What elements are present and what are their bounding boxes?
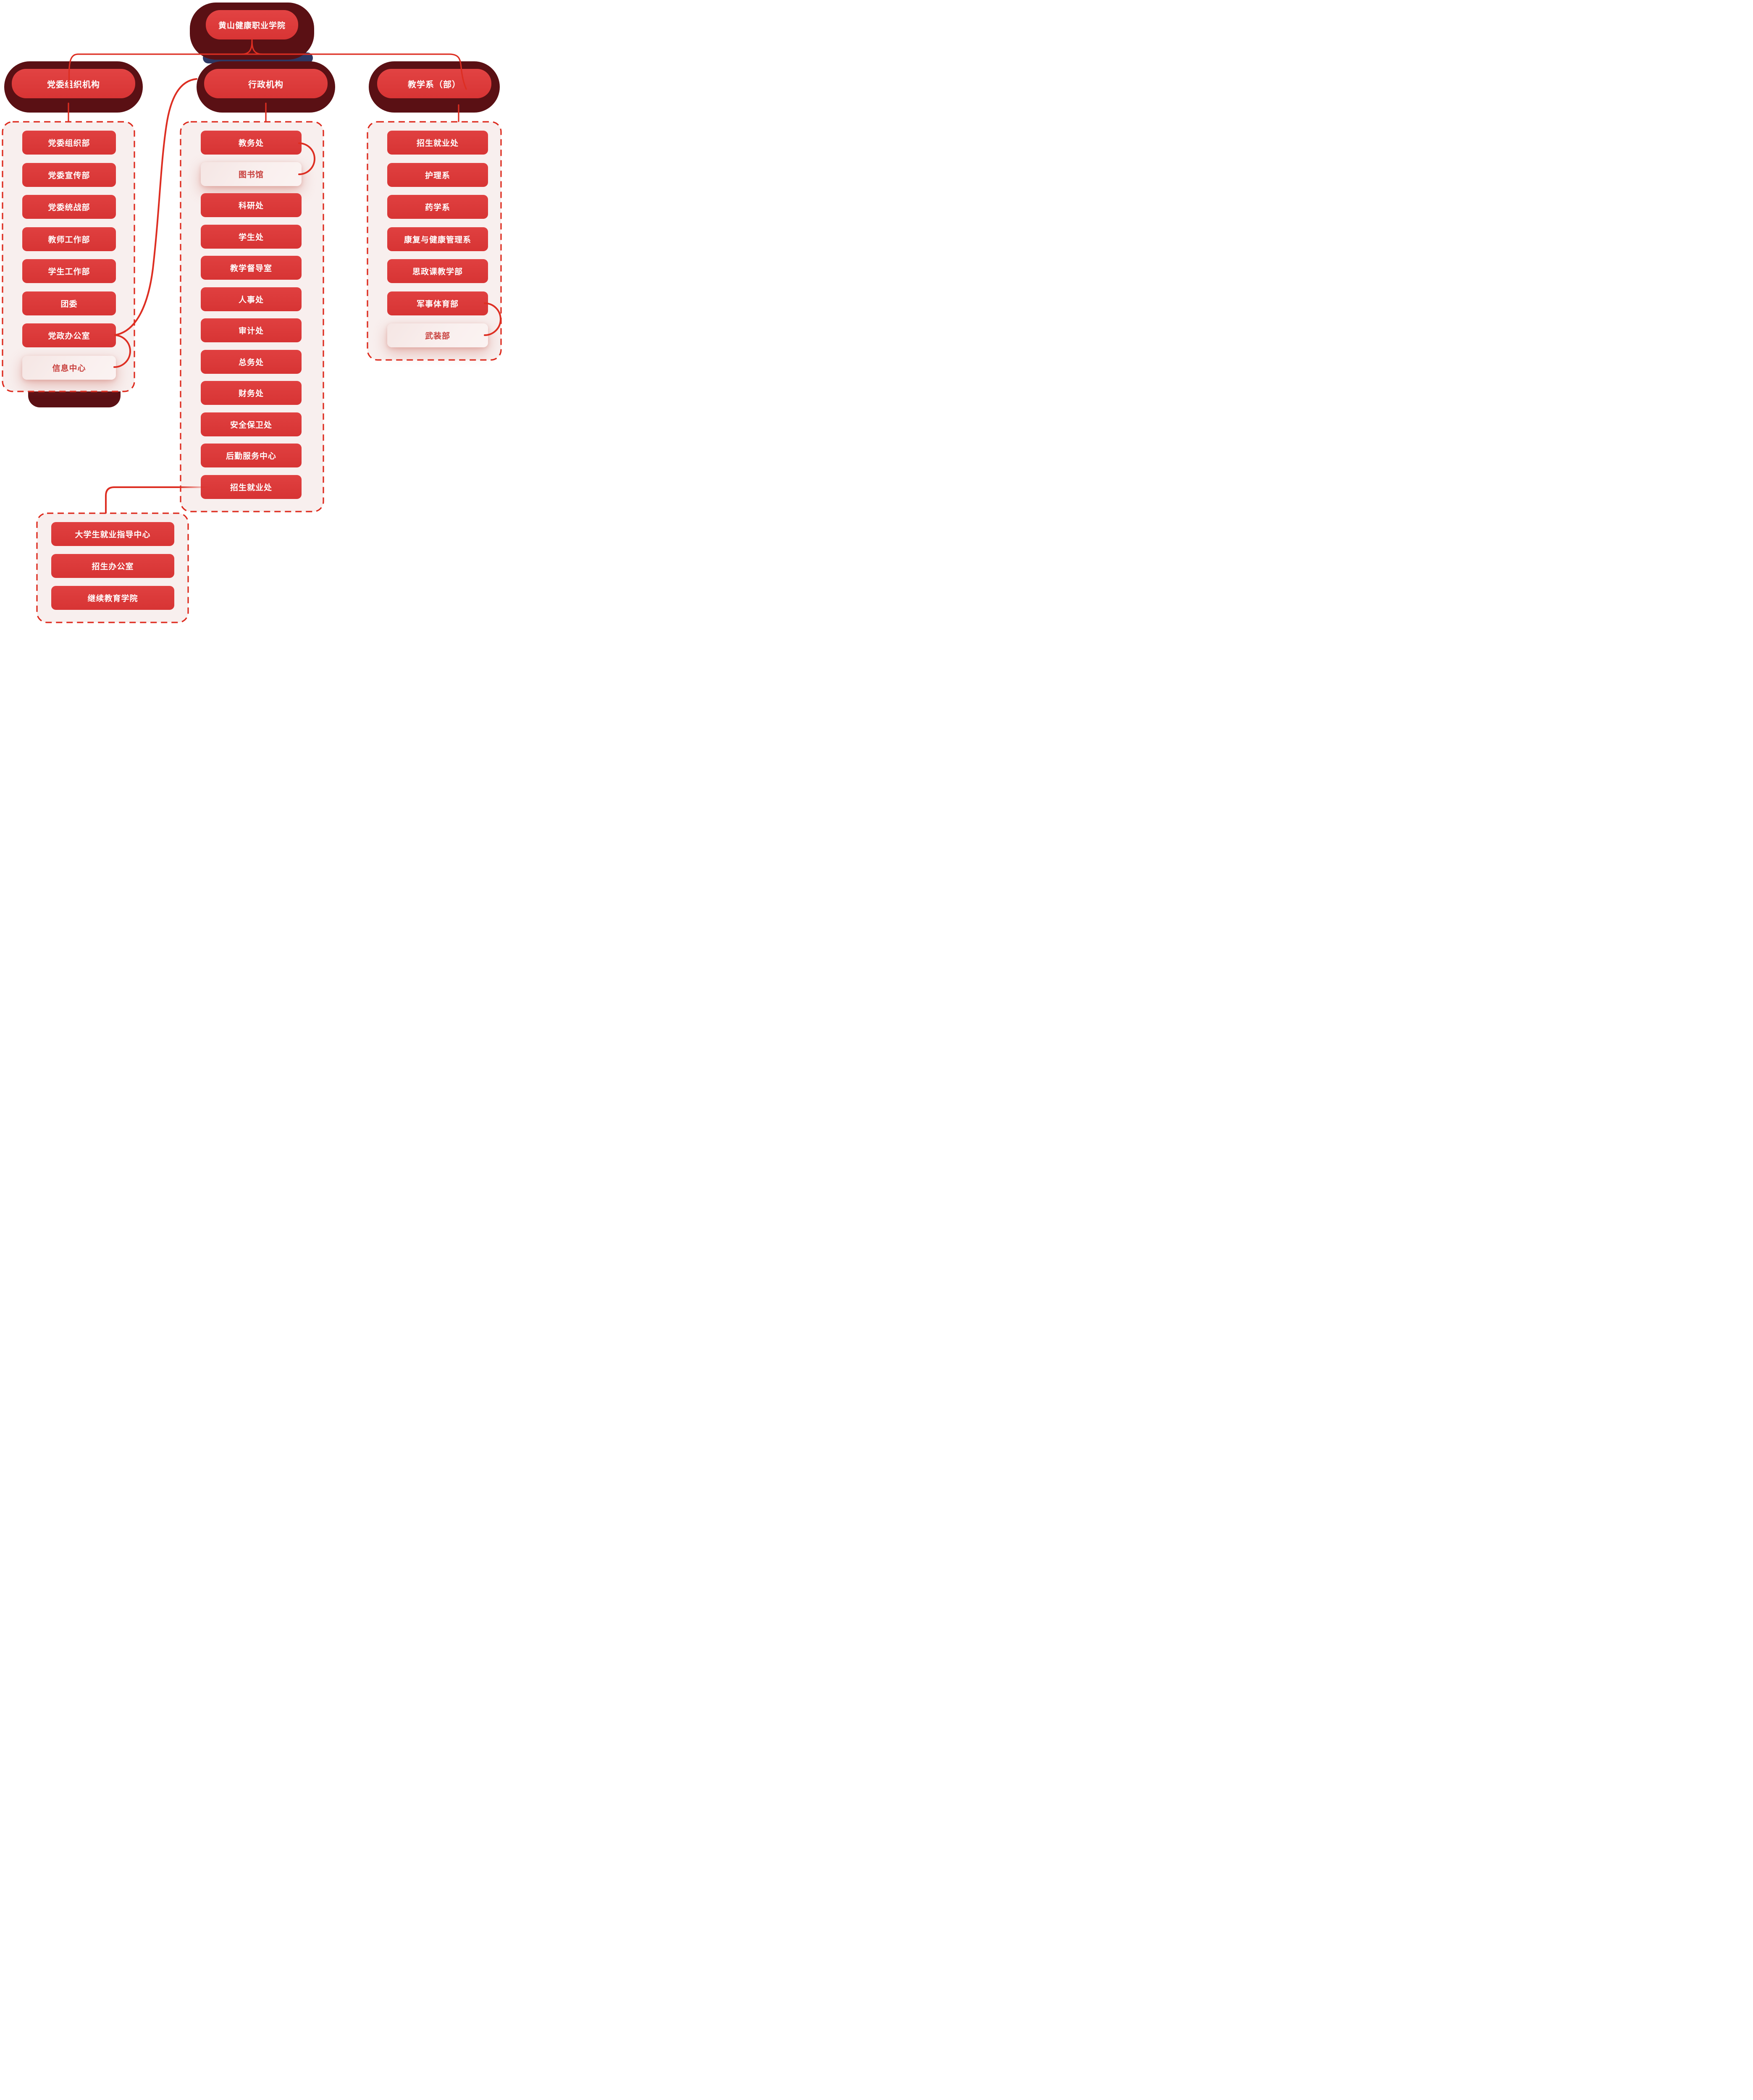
org-item: 护理系 xyxy=(387,163,488,187)
group-recruit: 大学生就业指导中心 招生办公室 继续教育学院 xyxy=(51,522,174,610)
org-item: 教师工作部 xyxy=(22,227,116,251)
org-item: 财务处 xyxy=(201,381,302,405)
org-item: 招生就业处 xyxy=(201,475,302,499)
org-item: 药学系 xyxy=(387,195,488,219)
org-item: 安全保卫处 xyxy=(201,412,302,436)
org-item: 团委 xyxy=(22,291,116,315)
org-item: 康复与健康管理系 xyxy=(387,227,488,251)
org-item: 大学生就业指导中心 xyxy=(51,522,174,546)
org-item: 党委组织部 xyxy=(22,131,116,155)
org-item: 党委宣传部 xyxy=(22,163,116,187)
branch-header-party-label: 党委组织机构 xyxy=(12,69,135,98)
branch-header-party: 党委组织机构 xyxy=(4,61,143,113)
org-item: 思政课教学部 xyxy=(387,259,488,283)
org-item: 党委统战部 xyxy=(22,195,116,219)
root-node-label: 黄山健康职业学院 xyxy=(206,10,298,39)
org-item: 学生工作部 xyxy=(22,259,116,283)
org-item: 审计处 xyxy=(201,318,302,342)
org-item: 军事体育部 xyxy=(387,291,488,315)
org-item: 招生就业处 xyxy=(387,131,488,155)
group-teaching: 招生就业处 护理系 药学系 康复与健康管理系 思政课教学部 军事体育部 武装部 xyxy=(387,131,488,347)
branch-header-teaching-label: 教学系（部） xyxy=(377,69,491,98)
org-item: 总务处 xyxy=(201,349,302,374)
org-item: 招生办公室 xyxy=(51,554,174,578)
org-item: 后勤服务中心 xyxy=(201,444,302,467)
org-item: 继续教育学院 xyxy=(51,586,174,610)
org-item: 图书馆 xyxy=(201,162,302,186)
branch-header-teaching: 教学系（部） xyxy=(369,61,500,113)
org-item: 人事处 xyxy=(201,287,302,311)
org-item: 信息中心 xyxy=(22,355,116,380)
group-party: 党委组织部 党委宣传部 党委统战部 教师工作部 学生工作部 团委 党政办公室 信… xyxy=(22,131,116,380)
branch-header-admin-label: 行政机构 xyxy=(204,69,328,98)
org-item: 学生处 xyxy=(201,224,302,249)
group-admin: 教务处 图书馆 科研处 学生处 教学督导室 人事处 审计处 总务处 财务处 安全… xyxy=(201,131,302,499)
org-item: 武装部 xyxy=(387,323,488,347)
branch-header-admin: 行政机构 xyxy=(197,61,335,113)
root-node: 黄山健康职业学院 xyxy=(190,3,314,60)
org-item: 科研处 xyxy=(201,193,302,217)
org-item: 党政办公室 xyxy=(22,323,116,347)
org-item: 教务处 xyxy=(201,131,302,155)
org-item: 教学督导室 xyxy=(201,256,302,280)
org-chart: 黄山健康职业学院 党委组织机构 行政机构 教学系（部） 党委组织部 党委宣传部 … xyxy=(0,0,504,660)
